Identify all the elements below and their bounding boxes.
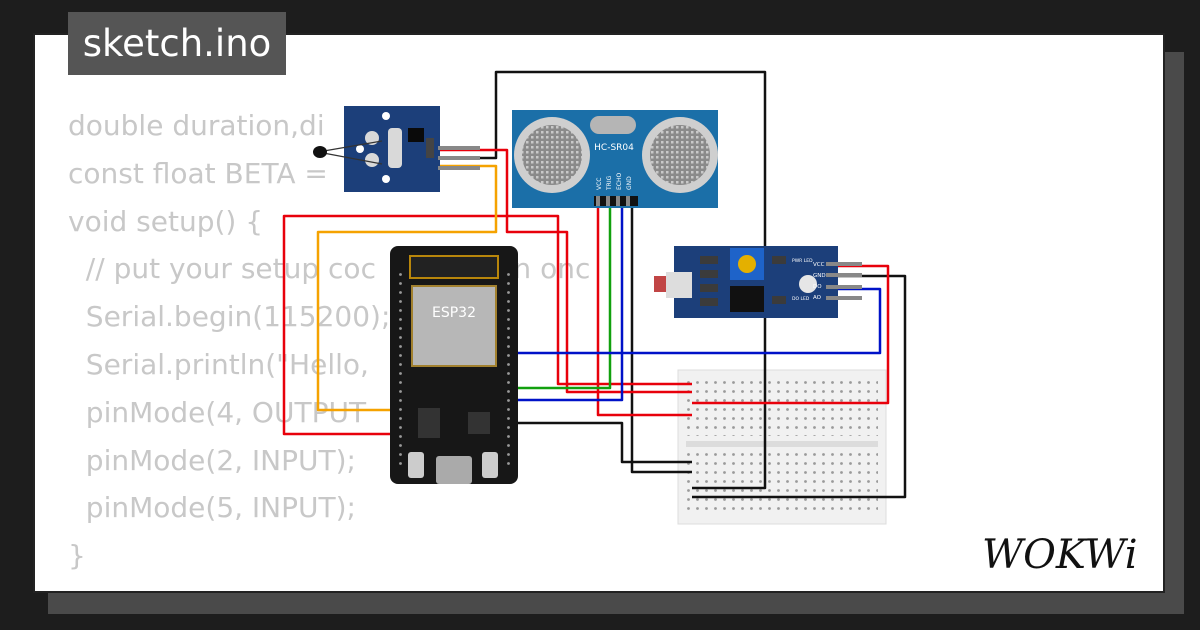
pin-label-echo: ECHO xyxy=(616,173,623,190)
do-led-label: DO LED xyxy=(792,296,810,302)
ntc-pin-label-signal: S xyxy=(439,178,449,184)
ldr-sensor-module[interactable]: PWR LED DO LED VCC GND DO AO xyxy=(654,246,862,318)
pin-label-vcc: VCC xyxy=(596,178,603,190)
hc-sr04-label: HC-SR04 xyxy=(594,143,634,153)
green-wire xyxy=(512,200,612,390)
wokwi-logo-text: WOKWi xyxy=(982,532,1138,576)
esp32-label: ESP32 xyxy=(432,305,476,321)
code-line: pinMode(4, OUTPUT xyxy=(68,395,367,429)
black-wires xyxy=(438,70,907,499)
ldr-pin-gnd: GND xyxy=(813,273,826,279)
code-line: const float BETA = xyxy=(68,156,328,190)
hc-sr04-sensor[interactable]: HC-SR04 VCC TRIG ECHO GND xyxy=(512,110,718,208)
pin-label-trig: TRIG xyxy=(606,175,613,191)
sketch-filename[interactable]: sketch.ino xyxy=(68,12,286,75)
photoresistor-icon xyxy=(654,276,666,292)
code-line: Serial.begin(115200); xyxy=(68,300,391,334)
ldr-pin-do: DO xyxy=(813,284,822,290)
pwr-led-label: PWR LED xyxy=(792,258,813,264)
esp32-devkit[interactable]: ESP32 xyxy=(390,246,518,484)
code-line: void setup() { xyxy=(68,204,264,238)
code-line: Serial.println("Hello, xyxy=(68,347,369,381)
wokwi-logo: WOKWi xyxy=(982,532,1138,576)
orange-wire xyxy=(316,164,498,412)
code-line: pinMode(5, INPUT); xyxy=(68,491,356,525)
ldr-pin-vcc: VCC xyxy=(813,262,825,268)
thermistor-icon xyxy=(313,146,327,158)
ntc-temperature-module[interactable]: - S xyxy=(313,106,480,192)
ntc-pin-label-gnd: - xyxy=(439,126,449,129)
code-line: } xyxy=(68,539,86,573)
breadboard xyxy=(677,369,887,525)
code-line: pinMode(2, INPUT); xyxy=(68,443,356,477)
ldr-pin-ao: AO xyxy=(813,295,822,301)
red-wires xyxy=(282,148,890,436)
pin-label-gnd: GND xyxy=(626,176,633,190)
